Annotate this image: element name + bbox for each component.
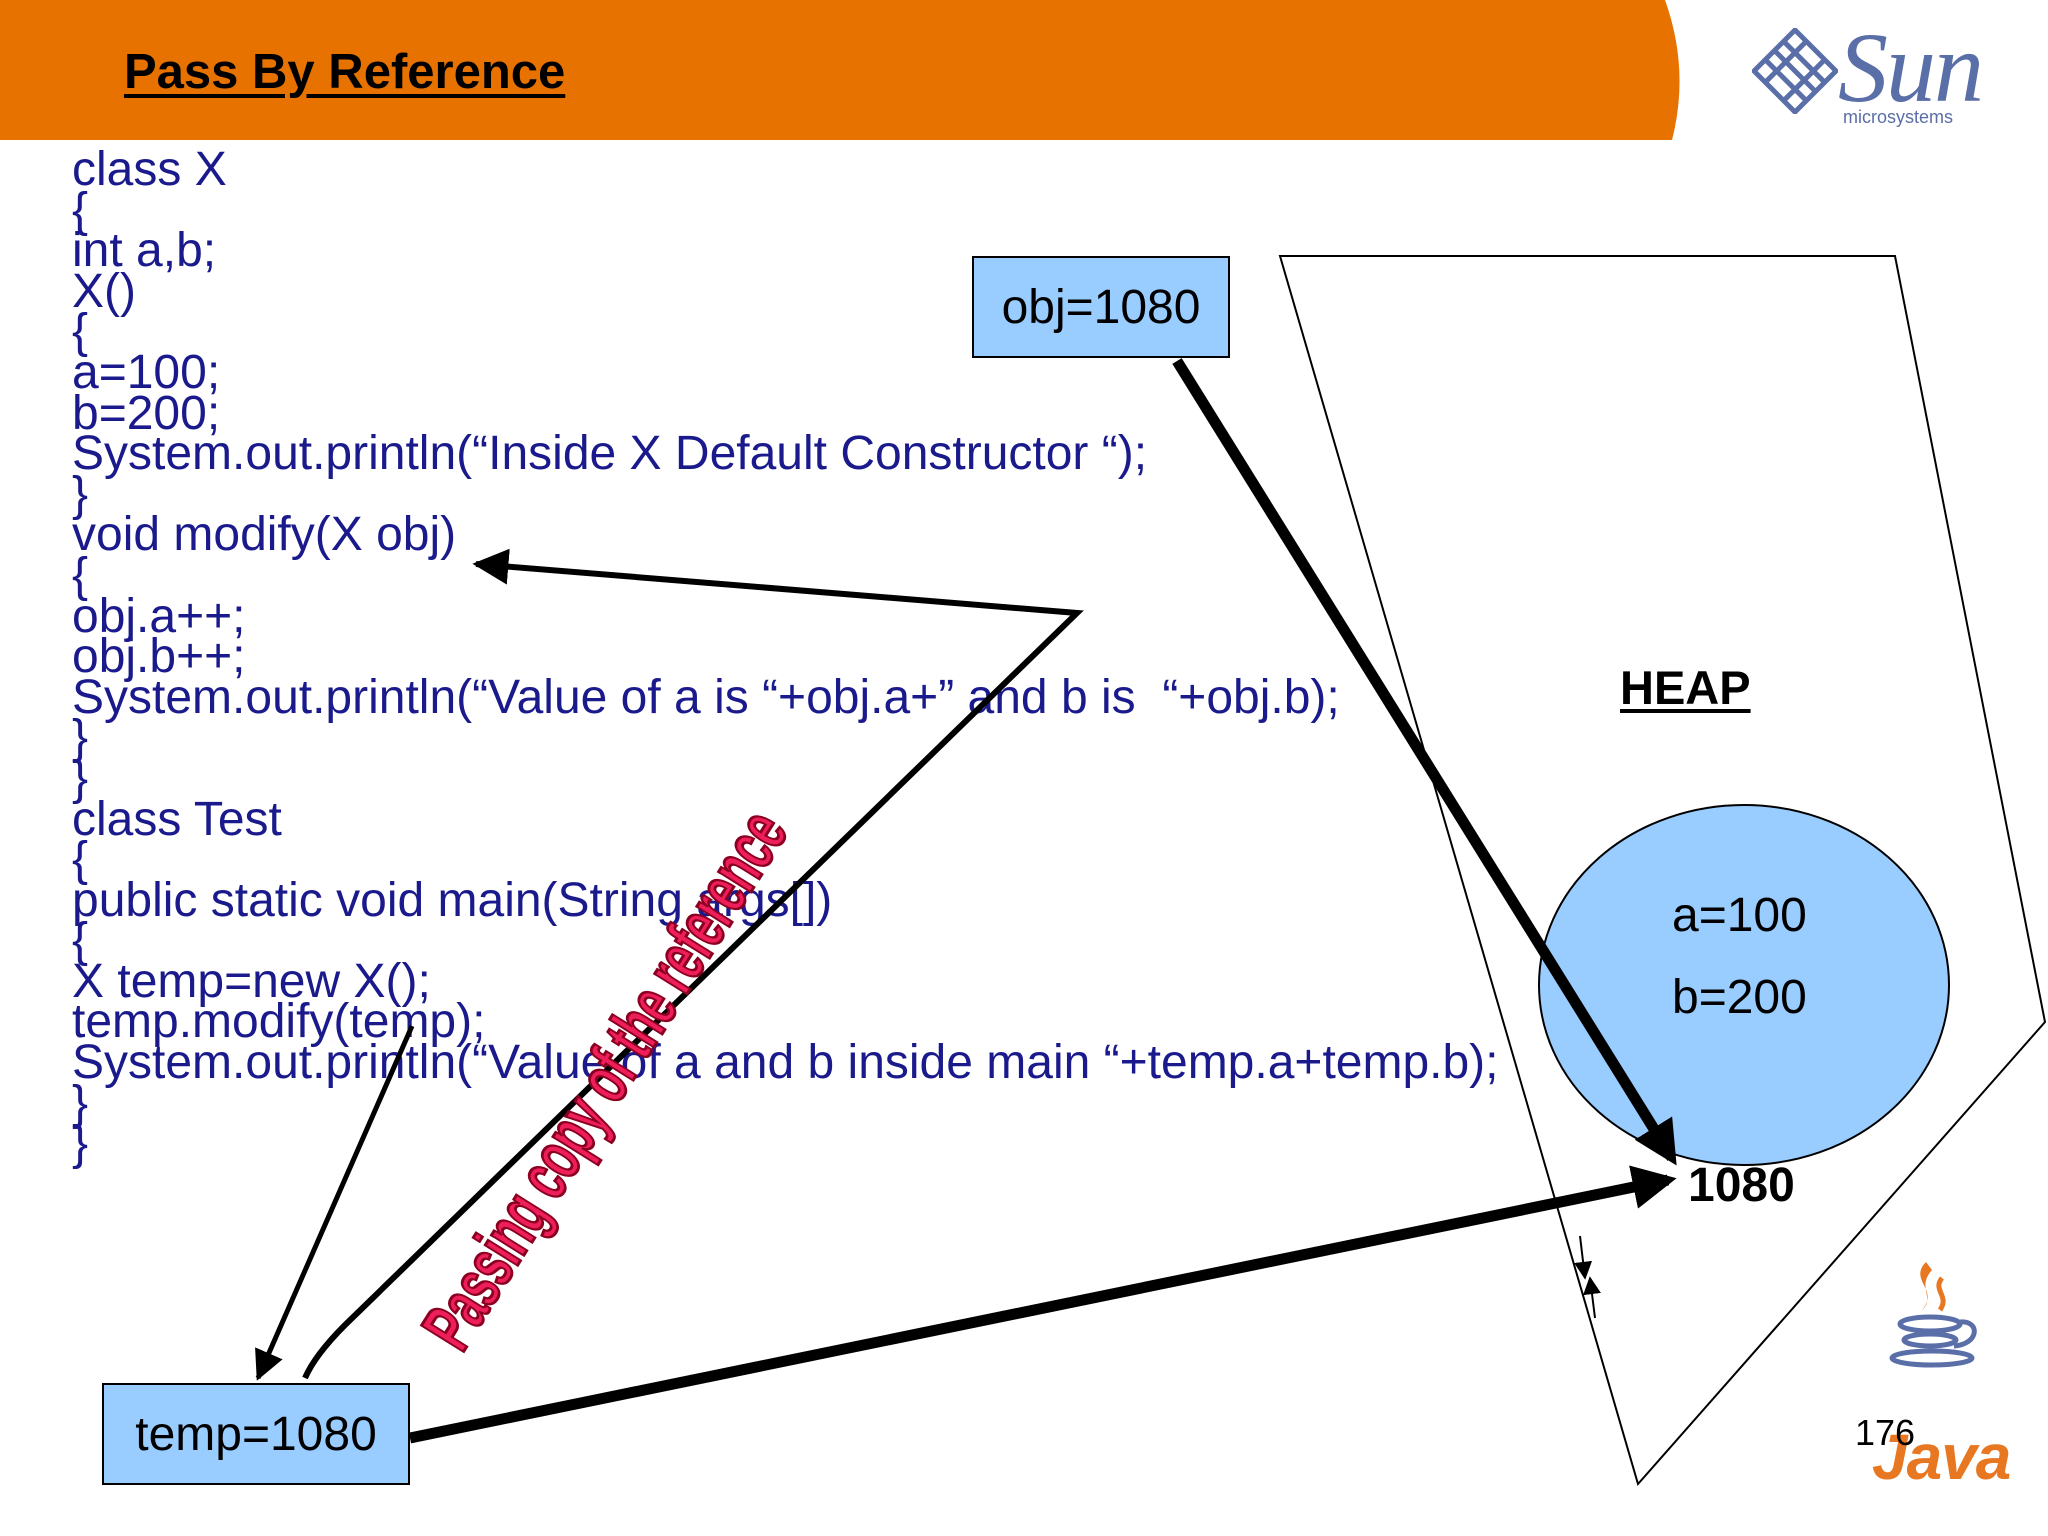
sun-logo-wordmark: Sun [1838,12,1984,123]
heap-object-address: 1080 [1688,1159,1795,1212]
code-line: { [72,305,89,359]
code-line: } [72,1117,89,1171]
code-line: obj.a++; [72,589,246,643]
obj-reference-label: obj=1080 [1001,280,1201,334]
page-number: 176 [1855,1412,1916,1453]
code-line: } [72,711,89,765]
heap-label: HEAP [1620,661,1751,714]
argument-arrow [255,1024,415,1381]
code-line: public static void main(String args[]) [72,873,833,927]
code-line: { [72,833,89,887]
code-line: obj.b++; [72,630,246,684]
code-line: } [72,1076,89,1130]
obj-reference-arrow [1172,358,1677,1166]
heap-boundary-arrow-down [1574,1235,1593,1280]
code-line: System.out.println(“Value of a is “+obj.… [72,670,1340,724]
passing-copy-path [302,548,1084,1380]
code-listing: class X{int a,b;X(){a=100;b=200;System.o… [72,143,1499,1171]
code-line: b=200; [72,386,221,440]
code-line: { [72,183,89,237]
obj-reference-box: obj=1080 [972,256,1230,358]
code-line: } [72,751,89,805]
code-line: { [72,548,89,602]
heap-field-a: a=100 [1672,889,1807,942]
code-line: temp.modify(temp); [72,995,486,1049]
heap-object [1538,804,1950,1166]
java-cup-icon [1889,1262,1977,1368]
heap-field-b: b=200 [1672,971,1807,1024]
code-line: a=100; [72,345,221,399]
temp-reference-box: temp=1080 [102,1383,410,1485]
heap-region [1278,255,2047,1487]
header-band [0,0,1680,140]
code-line: { [72,914,89,968]
temp-reference-arrow [408,1165,1677,1444]
sun-logo-tagline: microsystems [1843,107,1954,127]
slide-header [0,0,2048,140]
code-line: class Test [72,792,282,846]
code-line: System.out.println(“Value of a and b ins… [72,1036,1499,1090]
code-line: int a,b; [72,224,217,278]
code-line: X() [72,264,136,318]
sun-logo-icon [1752,28,1838,114]
code-line: X temp=new X(); [72,954,431,1008]
slide-title: Pass By Reference [124,45,566,99]
java-logo-wordmark: Java [1872,1421,2011,1493]
heap-boundary-arrow-up [1583,1276,1601,1319]
code-line: void modify(X obj) [72,508,457,562]
temp-reference-label: temp=1080 [135,1407,377,1461]
code-line: class X [72,143,227,196]
code-line: System.out.println(“Inside X Default Con… [72,427,1148,481]
code-line: } [72,467,89,521]
